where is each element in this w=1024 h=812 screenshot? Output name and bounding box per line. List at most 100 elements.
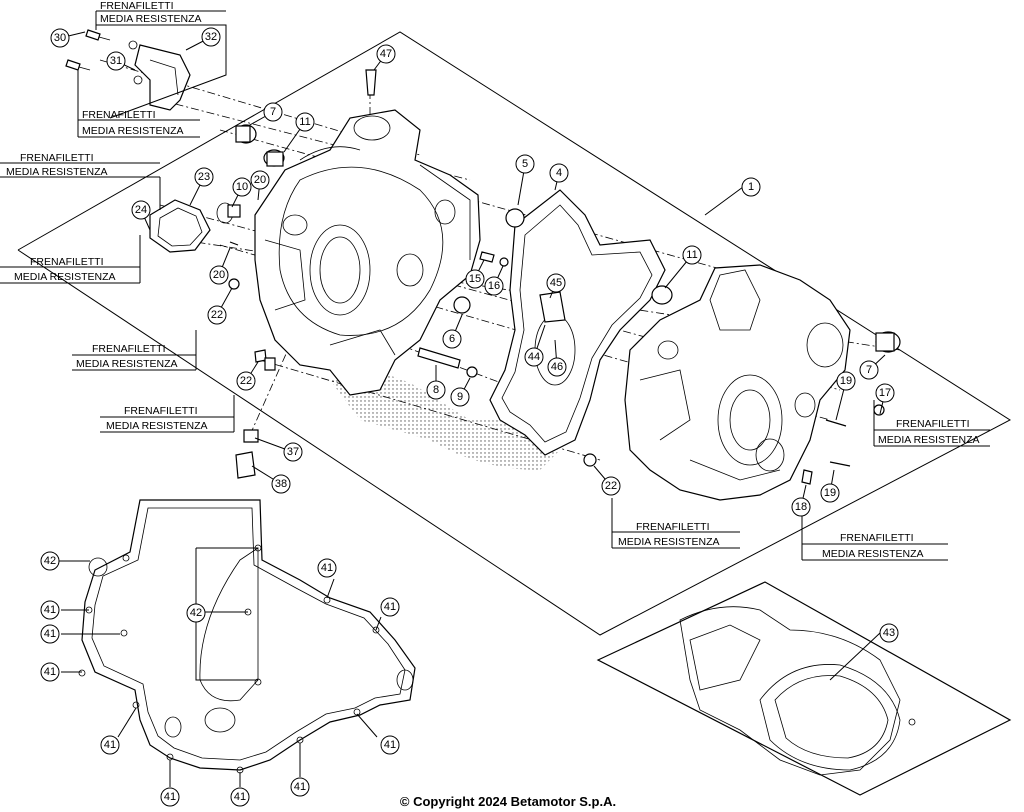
svg-text:41: 41 bbox=[44, 628, 56, 640]
callout-7: 7 bbox=[859, 360, 879, 380]
svg-text:18: 18 bbox=[795, 501, 807, 513]
note-line1: FRENAFILETTI bbox=[82, 109, 156, 121]
callout-11: 11 bbox=[295, 112, 315, 132]
svg-text:4: 4 bbox=[556, 167, 562, 179]
note-line2: MEDIA RESISTENZA bbox=[878, 434, 980, 446]
note-line1: FRENAFILETTI bbox=[636, 521, 710, 533]
callout-41: 41 bbox=[40, 662, 60, 682]
svg-text:30: 30 bbox=[54, 32, 66, 44]
svg-text:41: 41 bbox=[44, 666, 56, 678]
note-line2: MEDIA RESISTENZA bbox=[822, 548, 924, 560]
note-line1: FRENAFILETTI bbox=[20, 152, 94, 164]
svg-text:44: 44 bbox=[528, 351, 540, 363]
svg-text:15: 15 bbox=[469, 273, 481, 285]
threadlocker-note-7: FRENAFILETTI MEDIA RESISTENZA bbox=[611, 498, 740, 549]
svg-text:41: 41 bbox=[321, 562, 333, 574]
copyright-text: © Copyright 2024 Betamotor S.p.A. bbox=[400, 794, 616, 809]
callout-42: 42 bbox=[186, 603, 206, 623]
note-line1: FRENAFILETTI bbox=[896, 418, 970, 430]
gasket-detail-view bbox=[78, 499, 416, 774]
callout-30: 30 bbox=[50, 28, 70, 48]
svg-text:31: 31 bbox=[110, 55, 122, 67]
callout-41: 41 bbox=[40, 600, 60, 620]
note-line2: MEDIA RESISTENZA bbox=[618, 536, 720, 548]
callout-8: 8 bbox=[426, 380, 446, 400]
threadlocker-note-5: FRENAFILETTI MEDIA RESISTENZA bbox=[72, 330, 197, 371]
callout-22: 22 bbox=[207, 305, 227, 325]
callout-43: 43 bbox=[879, 623, 899, 643]
svg-text:42: 42 bbox=[190, 607, 202, 619]
note-line2: MEDIA RESISTENZA bbox=[76, 358, 178, 370]
callout-46: 46 bbox=[547, 357, 567, 377]
svg-text:43: 43 bbox=[883, 627, 895, 639]
svg-text:10: 10 bbox=[236, 181, 248, 193]
screw-30 bbox=[65, 29, 111, 71]
svg-text:20: 20 bbox=[213, 269, 225, 281]
svg-text:37: 37 bbox=[287, 446, 299, 458]
note-line2: MEDIA RESISTENZA bbox=[6, 166, 108, 178]
note-line1: FRENAFILETTI bbox=[30, 256, 104, 268]
note-line2: MEDIA RESISTENZA bbox=[14, 271, 116, 283]
callout-15: 15 bbox=[465, 269, 485, 289]
callout-20: 20 bbox=[250, 170, 270, 190]
svg-text:41: 41 bbox=[44, 604, 56, 616]
svg-text:32: 32 bbox=[205, 31, 217, 43]
callout-17: 17 bbox=[875, 383, 895, 403]
svg-text:7: 7 bbox=[866, 364, 872, 376]
svg-text:16: 16 bbox=[488, 280, 500, 292]
callout-41: 41 bbox=[380, 597, 400, 617]
callout-1: 1 bbox=[741, 177, 761, 197]
svg-text:11: 11 bbox=[686, 249, 697, 261]
right-crankcase-half bbox=[624, 264, 851, 501]
svg-text:19: 19 bbox=[824, 487, 836, 499]
callout-16: 16 bbox=[484, 276, 504, 296]
callout-41: 41 bbox=[40, 624, 60, 644]
svg-text:41: 41 bbox=[384, 739, 396, 751]
callout-38: 38 bbox=[271, 474, 291, 494]
svg-text:22: 22 bbox=[211, 309, 223, 321]
callout-22: 22 bbox=[236, 371, 256, 391]
callout-41: 41 bbox=[380, 735, 400, 755]
callout-31: 31 bbox=[106, 51, 126, 71]
svg-text:41: 41 bbox=[234, 791, 246, 803]
callout-45: 45 bbox=[546, 273, 566, 293]
threadlocker-note-4: FRENAFILETTI MEDIA RESISTENZA bbox=[0, 235, 141, 284]
callout-10: 10 bbox=[232, 177, 252, 197]
threadlocker-note-3: FRENAFILETTI MEDIA RESISTENZA bbox=[0, 152, 161, 210]
svg-text:5: 5 bbox=[522, 158, 528, 170]
callout-32: 32 bbox=[201, 27, 221, 47]
svg-text:8: 8 bbox=[433, 384, 439, 396]
callout-41: 41 bbox=[230, 787, 250, 807]
svg-text:41: 41 bbox=[104, 739, 116, 751]
gasket-kit-sheet bbox=[596, 581, 1012, 796]
svg-text:38: 38 bbox=[275, 478, 287, 490]
svg-text:47: 47 bbox=[380, 48, 392, 60]
svg-text:22: 22 bbox=[605, 480, 617, 492]
svg-text:20: 20 bbox=[254, 174, 266, 186]
svg-text:41: 41 bbox=[164, 791, 176, 803]
svg-text:1: 1 bbox=[748, 181, 754, 193]
callout-37: 37 bbox=[283, 442, 303, 462]
svg-text:7: 7 bbox=[270, 106, 276, 118]
callout-23: 23 bbox=[194, 167, 214, 187]
callout-22: 22 bbox=[601, 476, 621, 496]
svg-text:42: 42 bbox=[44, 555, 56, 567]
left-crankcase-half bbox=[254, 109, 481, 396]
threadlocker-note-1: FRENAFILETTI MEDIA RESISTENZA bbox=[95, 0, 227, 119]
svg-text:24: 24 bbox=[135, 204, 147, 216]
callout-41: 41 bbox=[160, 787, 180, 807]
svg-text:45: 45 bbox=[550, 277, 562, 289]
callout-7: 7 bbox=[263, 102, 283, 122]
callout-44: 44 bbox=[524, 347, 544, 367]
callout-47: 47 bbox=[376, 44, 396, 64]
note-line1: FRENAFILETTI bbox=[840, 532, 914, 544]
note-line2: MEDIA RESISTENZA bbox=[106, 420, 208, 432]
threadlocker-note-6: FRENAFILETTI MEDIA RESISTENZA bbox=[100, 395, 235, 433]
svg-text:41: 41 bbox=[294, 781, 306, 793]
callout-20: 20 bbox=[209, 265, 229, 285]
callout-19: 19 bbox=[820, 483, 840, 503]
bushing-parts bbox=[235, 124, 901, 353]
callout-42: 42 bbox=[40, 551, 60, 571]
note-line2: MEDIA RESISTENZA bbox=[82, 125, 184, 137]
